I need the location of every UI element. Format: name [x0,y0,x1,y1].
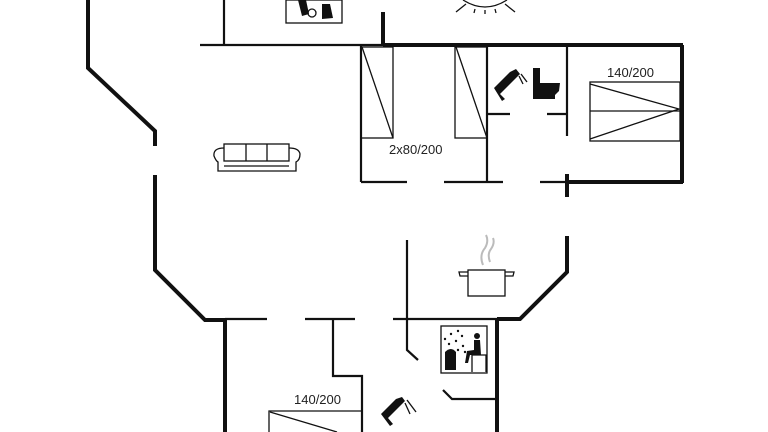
bed-size-label-right: 140/200 [607,65,654,80]
bed-size-label-bottom: 140/200 [294,392,341,407]
toilet-icon [533,68,560,99]
walls [86,0,684,432]
shower-icon [494,69,528,101]
ceiling-light-icon [455,0,516,14]
shower-icon [381,397,417,426]
bunk-bed-1 [360,46,394,139]
bunk-bed-size-label: 2x80/200 [389,142,443,157]
sofa-icon [213,143,301,172]
washing-machine-icon [285,0,343,24]
cooking-pot-icon [458,234,515,297]
double-bed-right [589,81,682,142]
sauna-icon [440,325,488,374]
bunk-bed-2 [454,46,488,139]
double-bed-bottom [268,410,362,432]
